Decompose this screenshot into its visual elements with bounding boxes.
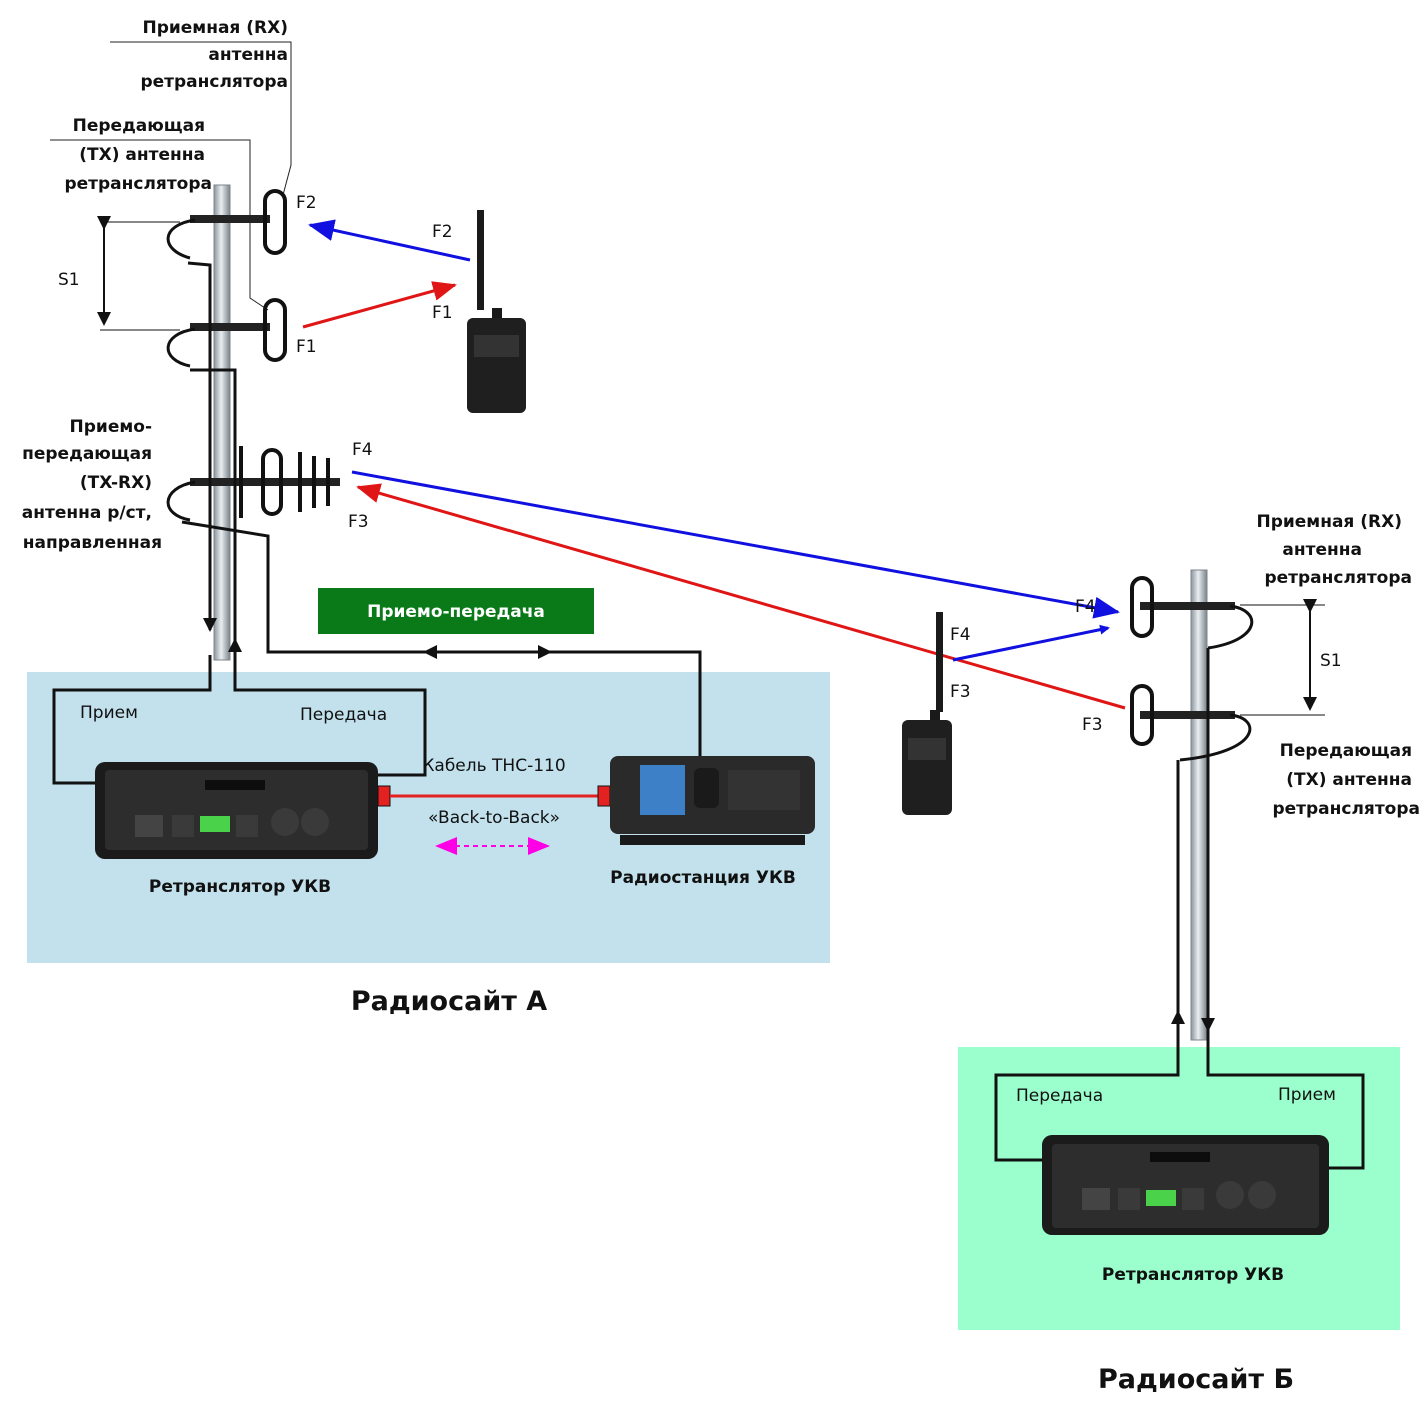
f3-label-handheld: F3 [950,682,971,702]
mast-a [213,184,231,661]
trx-antenna-label-line4: антенна р/ст, [22,503,152,523]
trx-antenna-label-line1: Приемо- [70,417,152,437]
tx-antenna-leader [50,139,269,311]
trx-antenna-label-line3: (TX-RX) [80,473,152,493]
rx-antenna-label-b-line3: ретранслятора [1264,568,1412,588]
rx-cable-a-down [52,655,212,785]
rx-antenna-label-a-line1: Приемная (RX) [142,18,288,38]
tx-cable-a-down [233,660,427,777]
f3-long-link-arrow [356,483,1126,710]
f4-label-handheld: F4 [950,625,971,645]
yagi-antenna-a [166,446,340,522]
site-a-title: Радиосайт А [351,986,547,1017]
handheld-radio-b [902,612,952,815]
tx-cable-b [994,760,1180,1162]
rx-dipole-antenna-a [166,189,287,260]
trx-cable-a [181,520,702,760]
rx-antenna-leader [110,41,292,196]
rx-cable-b-down [1206,1030,1365,1170]
transmit-label-a: Передача [300,705,387,725]
f4-short-link-arrow [952,624,1110,662]
tx-antenna-label-a-line3: ретранслятора [64,174,212,194]
repeater-device-b [1042,1135,1329,1235]
repeater-device-a [95,762,391,859]
f1-link-arrow [302,281,457,329]
tx-dipole-antenna-a [166,298,287,368]
tx-cable-a [190,368,237,660]
site-b-title: Радиосайт Б [1098,1364,1294,1395]
f2-label-antenna: F2 [296,193,317,213]
receive-label-a: Прием [80,703,138,723]
tx-antenna-label-b-line3: ретранслятора [1272,799,1420,819]
rx-antenna-label-b-line2: антенна [1282,540,1362,560]
repeater-label-a: Ретранслятор УКВ [149,877,331,897]
handheld-radio-a [467,210,526,413]
f3-label-antenna-b: F3 [1082,715,1103,735]
f4-label-antenna-b: F4 [1075,597,1096,617]
rx-cable-a [187,261,217,632]
transceive-badge-label: Приемо-передача [367,602,545,622]
repeater-label-b: Ретранслятор УКВ [1102,1265,1284,1285]
f1-label-link: F1 [432,303,453,323]
spacing-label-a: S1 [58,270,80,290]
cable-label: Кабель THC-110 [422,756,565,776]
f4-long-link-arrow [351,470,1120,619]
transmit-label-b: Передача [1016,1086,1103,1106]
radio-label: Радиостанция УКВ [610,868,796,888]
rx-antenna-label-a-line2: антенна [208,45,288,65]
rx-antenna-label-b-line1: Приемная (RX) [1256,512,1402,532]
transceive-badge [318,588,594,634]
tx-antenna-label-a-line1: Передающая [73,116,205,136]
spacing-label-b: S1 [1320,651,1342,671]
f3-label-yagi: F3 [348,512,369,532]
trx-antenna-label-line5: направленная [23,533,162,553]
rx-dipole-antenna-b [1130,576,1254,650]
f4-label-yagi: F4 [352,440,373,460]
f2-link-arrow [308,219,471,262]
mobile-radio-device [597,756,815,845]
receive-label-b: Прием [1278,1085,1336,1105]
rx-antenna-label-a-line3: ретранслятора [140,72,288,92]
f1-label-antenna: F1 [296,337,317,357]
tx-antenna-label-b-line2: (TX) антенна [1286,770,1412,790]
tx-antenna-label-b-line1: Передающая [1280,741,1412,761]
tx-antenna-label-a-line2: (TX) антенна [79,145,205,165]
mast-b [1190,569,1208,1041]
back-to-back-label: «Back-to-Back» [428,808,560,828]
f2-label-link: F2 [432,222,453,242]
tx-dipole-antenna-b [1130,684,1252,762]
trx-antenna-label-line2: передающая [22,444,152,464]
